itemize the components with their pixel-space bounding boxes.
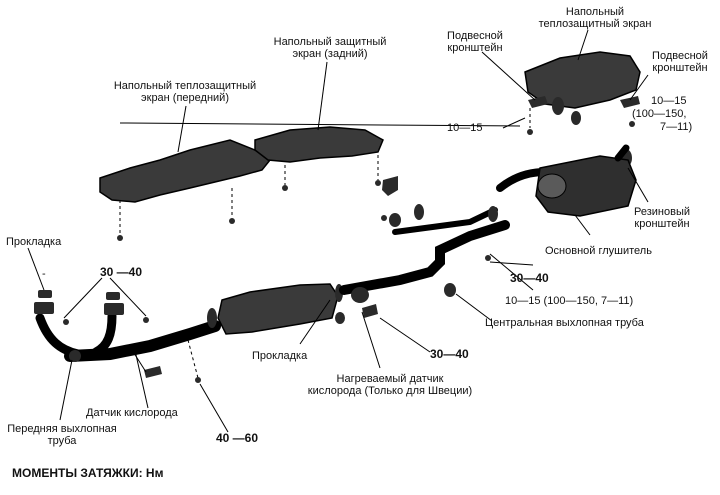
torque-center-10-15: 10—15 (100—150, 7—11): [505, 295, 634, 307]
torque-catalyst-40-60: 40 —60: [216, 431, 259, 445]
main-muffler: [496, 144, 637, 217]
label-hanger-bracket-left-line2: кронштейн: [447, 42, 503, 54]
label-front-exhaust-pipe: Передняя выхлопная труба: [2, 423, 122, 447]
label-gasket-left: Прокладка: [6, 236, 62, 248]
label-heated-oxygen-sensor-line1: Нагреваемый датчик: [336, 373, 444, 385]
label-rear-floor-shield: Напольный защитный экран (задний): [270, 36, 390, 60]
front-gaskets: [38, 290, 149, 325]
heated-oxygen-sensor: [335, 304, 378, 324]
label-floor-heat-shield-line2: теплозащитный экран: [538, 18, 652, 30]
label-oxygen-sensor: Датчик кислорода: [86, 407, 178, 419]
dash-mark: -: [42, 268, 46, 280]
label-front-heat-shield-line1: Напольный теплозащитный: [113, 80, 257, 92]
label-hanger-bracket-left: Подвесной кронштейн: [435, 30, 515, 54]
rear-floor-shield: [254, 126, 384, 163]
center-exhaust-pipe: [339, 176, 510, 303]
label-front-exhaust-pipe-line1: Передняя выхлопная: [7, 423, 117, 435]
legend-torque-units: МОМЕНТЫ ЗАТЯЖКИ: Нм: [12, 466, 164, 480]
label-front-exhaust-pipe-line2: труба: [47, 435, 77, 447]
front-heat-shield: [99, 139, 272, 203]
label-center-pipe: Центральная выхлопная труба: [485, 317, 644, 329]
label-floor-heat-shield-line1: Напольный: [565, 6, 625, 18]
torque-right-alt2: 7—11): [660, 121, 693, 133]
torque-front-30-40: 30 —40: [100, 265, 143, 279]
torque-center-30-40: 30—40: [510, 271, 549, 285]
torque-left-bracket: 10—15: [447, 122, 483, 134]
label-hanger-bracket-right: Подвесной кронштейн: [642, 50, 718, 74]
shield-fasteners: [117, 155, 381, 241]
label-rubber-bracket: Резиновый кронштейн: [622, 206, 702, 230]
leader-lines: [27, 29, 649, 433]
oxygen-sensor: [131, 349, 162, 378]
label-hanger-bracket-left-line1: Подвесной: [447, 30, 503, 42]
torque-right-alt: (100—150,: [632, 108, 687, 120]
torque-sensor-30-40: 30—40: [430, 347, 469, 361]
label-front-heat-shield: Напольный теплозащитный экран (передний): [100, 80, 270, 104]
label-floor-heat-shield: Напольный теплозащитный экран: [535, 6, 655, 30]
front-exhaust-pipe: [34, 302, 221, 362]
label-heated-oxygen-sensor: Нагреваемый датчик кислорода (Только для…: [300, 373, 480, 397]
label-rear-floor-shield-line1: Напольный защитный: [273, 36, 387, 48]
label-rear-floor-shield-line2: экран (задний): [292, 48, 368, 60]
label-rubber-bracket-line1: Резиновый: [633, 206, 690, 218]
torque-right-main: 10—15: [651, 95, 687, 107]
label-rubber-bracket-line2: кронштейн: [634, 218, 690, 230]
label-hanger-bracket-right-line1: Подвесной: [652, 50, 708, 62]
label-heated-oxygen-sensor-line2: кислорода (Только для Швеции): [307, 385, 473, 397]
converter-gasket: [207, 308, 217, 328]
label-front-heat-shield-line2: экран (передний): [141, 92, 229, 104]
label-main-muffler: Основной глушитель: [545, 245, 652, 257]
label-gasket-center: Прокладка: [252, 350, 308, 362]
label-hanger-bracket-right-line2: кронштейн: [652, 62, 708, 74]
catalytic-converter: [217, 283, 339, 335]
